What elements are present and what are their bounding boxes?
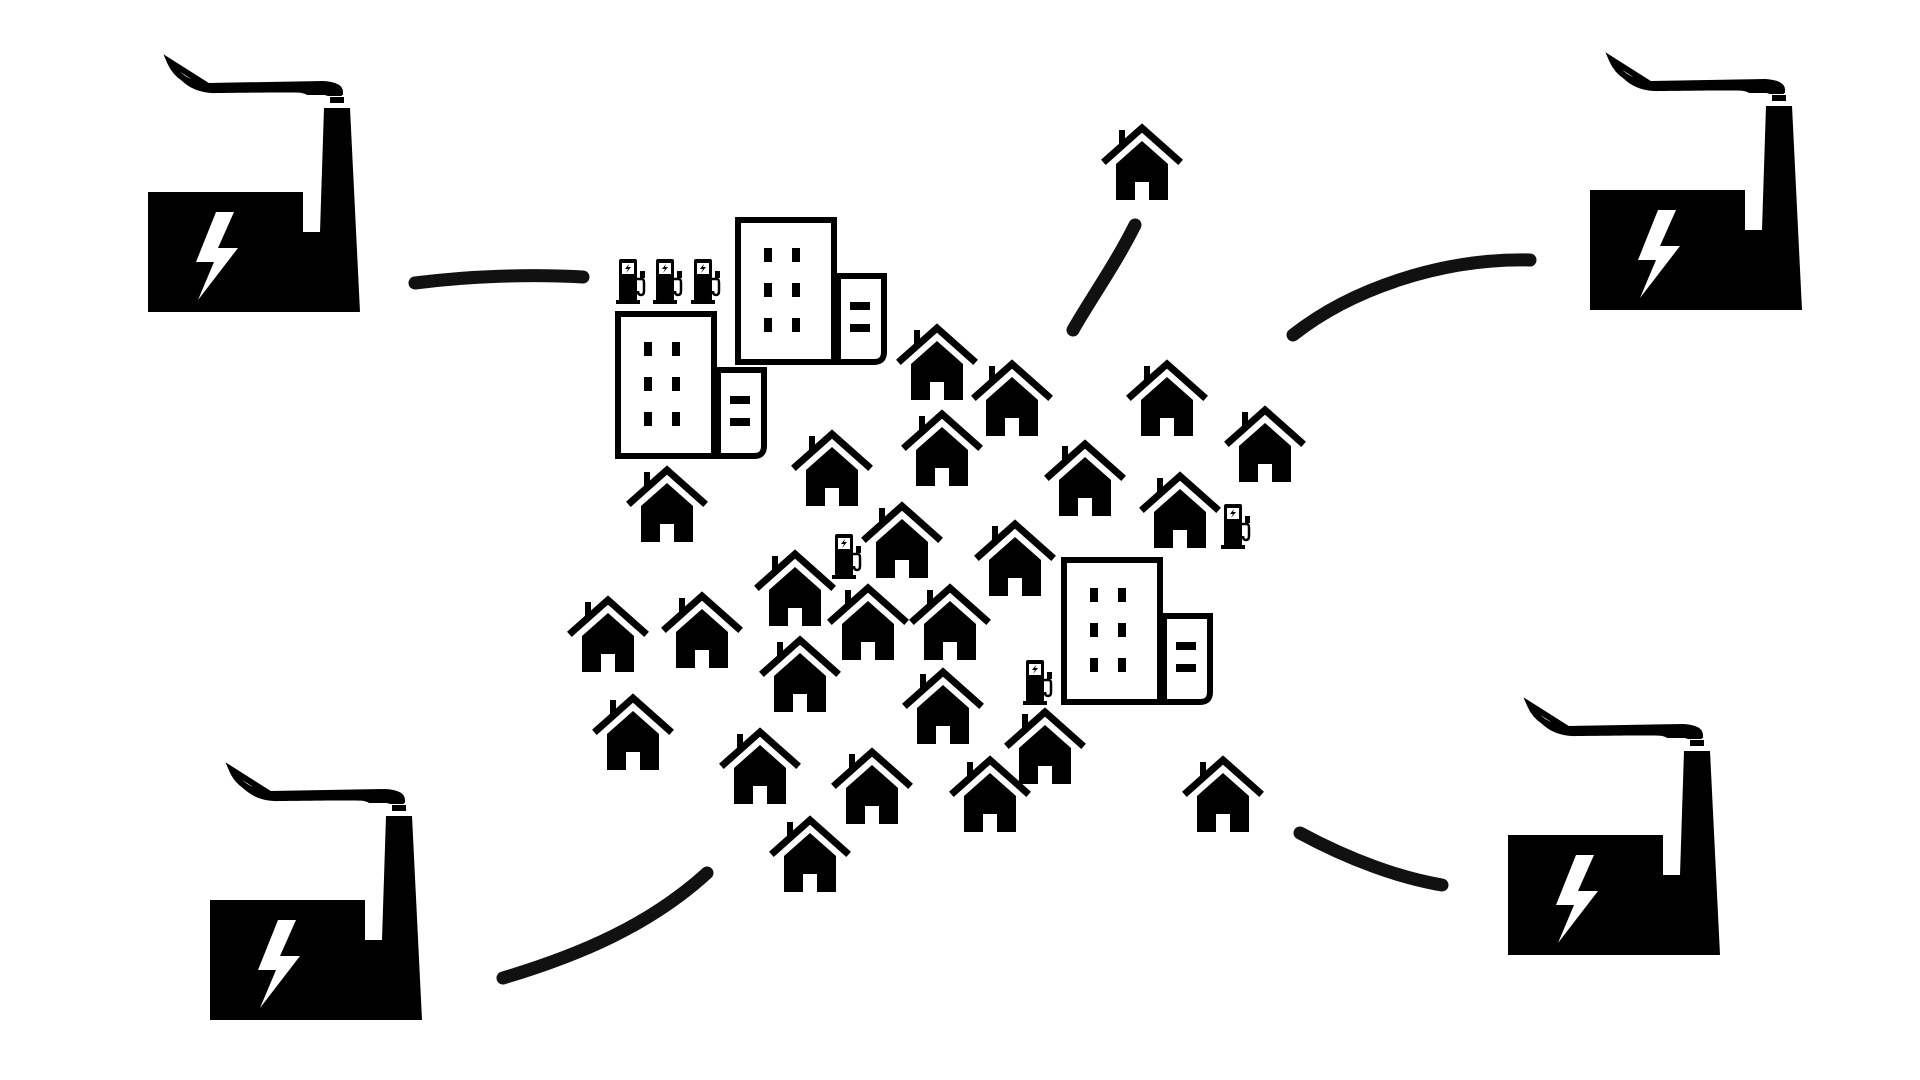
factory-lightning-icon: [1590, 60, 1802, 310]
ev-charging-station-icon: [651, 257, 684, 306]
house-icon: [572, 600, 644, 672]
house-icon: [597, 698, 669, 770]
house-icon: [914, 588, 986, 660]
house-icon: [759, 554, 831, 626]
house-icon: [907, 672, 979, 744]
line-plant-bottom-right: [1293, 826, 1449, 892]
line-house-top: [1066, 218, 1142, 337]
transmission-lines: [408, 218, 1537, 985]
ev-charging-station-icon: [1219, 502, 1252, 551]
office-building-icon: [1064, 560, 1210, 702]
house-icon: [1049, 444, 1121, 516]
ev-charging-station-icon: [689, 257, 722, 306]
ev-charging-station-icon: [614, 257, 647, 306]
line-plant-top-left: [408, 269, 590, 290]
house-icon: [631, 470, 703, 542]
house-icon: [901, 328, 973, 400]
house-icon: [1187, 760, 1259, 832]
house-icon: [954, 760, 1026, 832]
house-icon: [979, 524, 1051, 596]
house-icon: [1229, 410, 1301, 482]
house-icon: [866, 506, 938, 578]
houses: [572, 128, 1301, 892]
ev-charging-station-icon: [1021, 658, 1054, 707]
house-icon: [666, 596, 738, 668]
house-icon: [832, 588, 904, 660]
house-icon: [724, 732, 796, 804]
house-icon: [1106, 128, 1178, 200]
line-plant-top-right: [1286, 253, 1537, 342]
office-building-icon: [738, 220, 884, 362]
factory-lightning-icon: [210, 770, 422, 1020]
line-plant-bottom-left: [496, 866, 714, 985]
house-icon: [796, 434, 868, 506]
house-icon: [764, 640, 836, 712]
house-icon: [1144, 476, 1216, 548]
house-icon: [1009, 712, 1081, 784]
house-icon: [774, 820, 846, 892]
house-icon: [836, 752, 908, 824]
factory-lightning-icon: [148, 62, 360, 312]
power-plants: [148, 60, 1802, 1020]
factory-lightning-icon: [1508, 705, 1720, 955]
house-icon: [906, 414, 978, 486]
ev-charging-station-icon: [830, 532, 863, 581]
house-icon: [976, 364, 1048, 436]
house-icon: [1131, 364, 1203, 436]
